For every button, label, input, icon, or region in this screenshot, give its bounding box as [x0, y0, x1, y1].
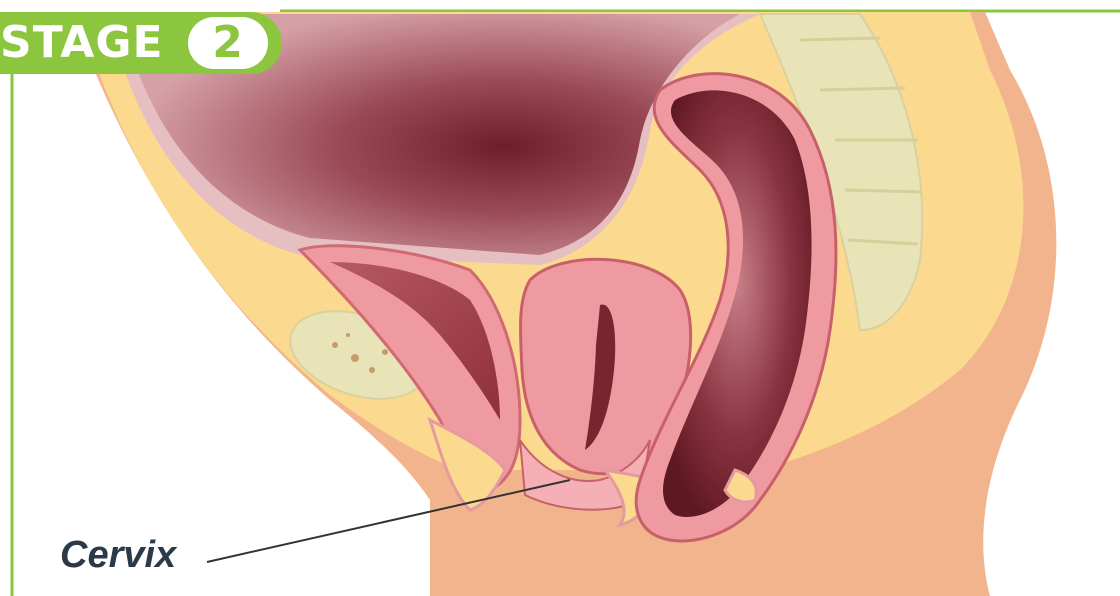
cervix-label: Cervix	[60, 534, 176, 577]
stage-badge: STAGE 2	[0, 12, 282, 74]
stage-number: 2	[188, 17, 268, 69]
stage-label: STAGE	[0, 21, 164, 65]
